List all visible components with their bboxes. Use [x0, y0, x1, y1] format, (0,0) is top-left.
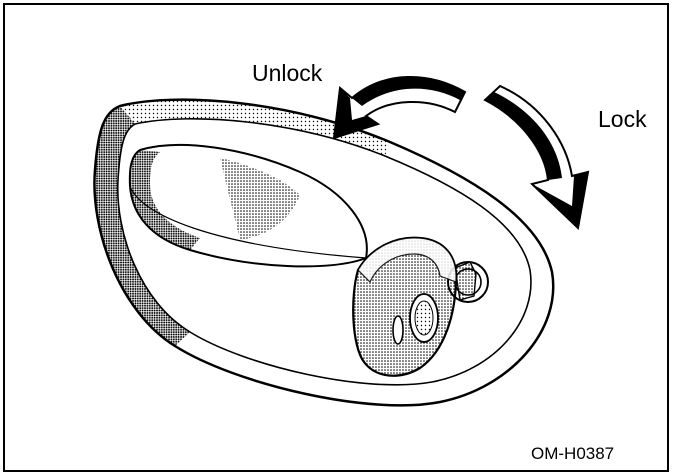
- figure-code: OM-H0387: [531, 444, 615, 463]
- lock-label: Lock: [598, 106, 647, 132]
- pull-lever: [128, 143, 368, 268]
- lock-arrow-icon: [483, 84, 590, 231]
- unlock-arrow-icon: [332, 76, 467, 140]
- unlock-label: Unlock: [252, 60, 323, 86]
- key: [352, 236, 458, 377]
- figure-frame: [3, 3, 669, 472]
